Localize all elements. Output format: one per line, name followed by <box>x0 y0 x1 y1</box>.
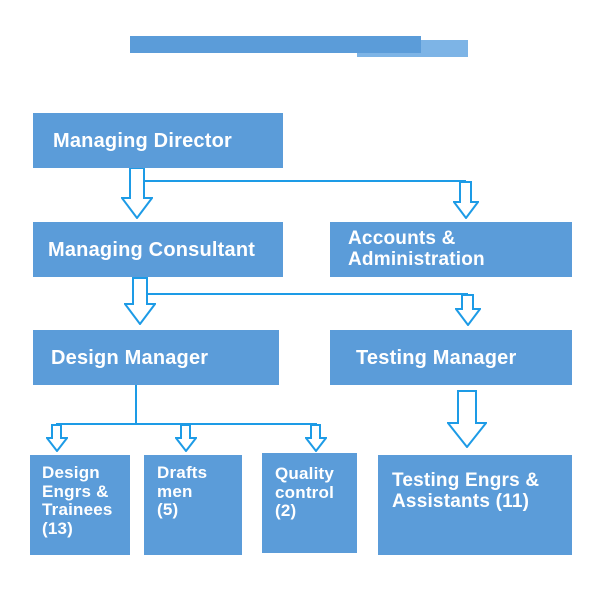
node-testing-engrs-assistants: Testing Engrs & Assistants (11) <box>378 455 572 555</box>
node-label: Testing Manager <box>356 346 517 369</box>
title-bar <box>130 36 421 53</box>
down-arrow-icon <box>453 181 479 219</box>
node-label: Trainees <box>42 500 113 520</box>
down-arrow-icon <box>121 167 153 219</box>
down-arrow-icon <box>305 424 327 452</box>
down-arrow-icon <box>46 424 68 452</box>
node-design-engrs-trainees: Design Engrs & Trainees (13) <box>30 455 130 555</box>
node-label: Engrs & <box>42 481 109 501</box>
node-label: (2) <box>275 501 297 521</box>
node-label: Quality <box>275 464 335 483</box>
node-label: Accounts & <box>348 227 456 249</box>
node-design-manager: Design Manager <box>33 330 279 385</box>
node-testing-manager: Testing Manager <box>330 330 572 385</box>
connector-director-to-accounts <box>144 180 466 182</box>
node-label: (5) <box>157 500 179 520</box>
node-label: Drafts <box>157 463 208 482</box>
connector-designmgr-stem <box>135 385 137 424</box>
node-label: Design Manager <box>51 346 209 369</box>
node-managing-consultant: Managing Consultant <box>33 222 283 277</box>
node-label: Design <box>42 463 100 482</box>
node-quality-control: Quality control (2) <box>262 453 357 553</box>
node-managing-director: Managing Director <box>33 113 283 168</box>
node-label: Administration <box>348 248 485 270</box>
node-label: Assistants (11) <box>392 490 530 512</box>
node-accounts-administration: Accounts & Administration <box>330 222 572 277</box>
down-arrow-icon <box>175 424 197 452</box>
down-arrow-icon <box>455 294 481 326</box>
node-draftsmen: Drafts men (5) <box>144 455 242 555</box>
down-arrow-icon <box>124 277 156 325</box>
node-label: Testing Engrs & <box>392 470 540 491</box>
down-arrow-icon <box>447 390 487 448</box>
node-label: (13) <box>42 519 74 539</box>
node-label: men <box>157 481 193 501</box>
connector-consultant-to-testing <box>147 293 468 295</box>
node-label: control <box>275 482 335 502</box>
node-label: Managing Director <box>53 129 232 152</box>
node-label: Managing Consultant <box>48 238 256 261</box>
